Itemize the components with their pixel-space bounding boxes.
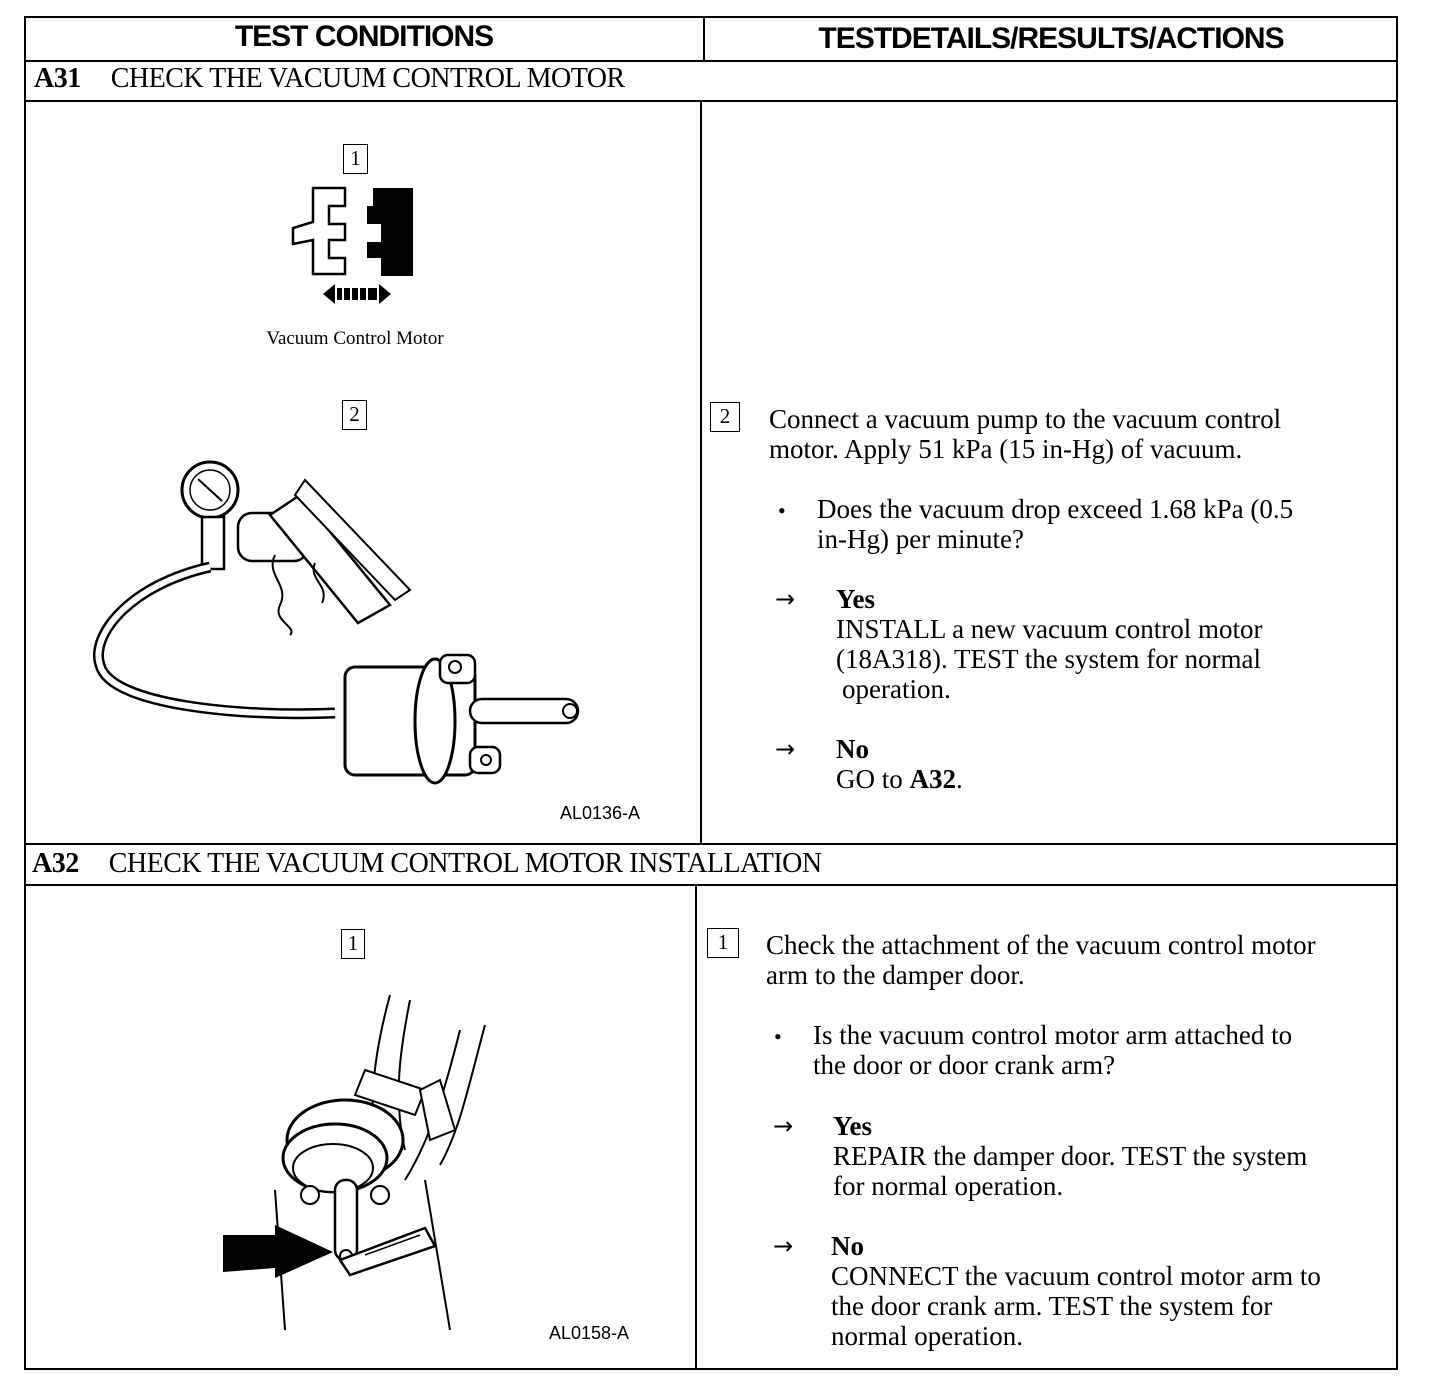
header-test-conditions: TEST CONDITIONS (234, 20, 494, 53)
a31-no-result: No GO to A32. (836, 734, 963, 794)
a31-no-label: No (836, 734, 869, 764)
a32-title: CHECK THE VACUUM CONTROL MOTOR INSTALLAT… (108, 848, 822, 879)
a32-yes-line1: REPAIR the damper door. TEST the system (833, 1141, 1308, 1171)
a31-question-bullet: • (778, 498, 786, 523)
a32-figure-code: AL0158-A (549, 1323, 630, 1343)
a32-no-label: No (831, 1231, 864, 1261)
a31-yes-arrow-icon: → (775, 585, 796, 613)
a32-code: A32 (32, 848, 79, 879)
motor-arm-installation-illustration (223, 994, 486, 1331)
a31-title: CHECK THE VACUUM CONTROL MOTOR (110, 63, 625, 94)
a31-yes-line2: (18A318). TEST the system for normal (836, 644, 1261, 674)
a31-figure-code: AL0136-A (560, 803, 641, 823)
a31-detail-step-box: 2 (710, 402, 740, 432)
vacuum-pump-and-motor-illustration (93, 460, 580, 785)
a31-question-line2: in-Hg) per minute? (817, 524, 1024, 554)
a31-title-divider (24, 100, 1398, 102)
a32-detail-step-box: 1 (707, 928, 739, 958)
a32-no-arrow-icon: → (773, 1232, 794, 1260)
procedure-table (24, 16, 1398, 1370)
a32-question: Is the vacuum control motor arm attached… (813, 1020, 1292, 1080)
a31-question-line1: Does the vacuum drop exceed 1.68 kPa (0.… (817, 494, 1294, 524)
a32-question-bullet: • (774, 1024, 782, 1049)
a32-instruction-line1: Check the attachment of the vacuum contr… (766, 930, 1316, 960)
a31-yes-label: Yes (836, 584, 875, 614)
a31-step2-box: 2 (342, 400, 367, 430)
a31-no-ref: A32 (909, 764, 957, 794)
a31-instruction-line1: Connect a vacuum pump to the vacuum cont… (769, 404, 1282, 434)
vacuum-control-motor-icon (291, 186, 413, 304)
a31-no-text: GO to (836, 764, 910, 794)
a31-end-divider (24, 843, 1398, 845)
a32-column-divider (695, 884, 697, 1370)
a31-instruction-line2: motor. Apply 51 kPa (15 in-Hg) of vacuum… (769, 434, 1243, 464)
a31-yes-line1: INSTALL a new vacuum control motor (836, 614, 1263, 644)
a32-instruction-line2: arm to the damper door. (766, 960, 1025, 990)
a31-yes-result: Yes INSTALL a new vacuum control motor (… (836, 584, 1262, 704)
a31-step1-box: 1 (343, 144, 368, 174)
a31-instruction: Connect a vacuum pump to the vacuum cont… (769, 404, 1281, 464)
a32-step1-box: 1 (341, 929, 365, 959)
a31-yes-line3: operation. (842, 674, 951, 704)
a31-code: A31 (34, 63, 81, 94)
a31-question: Does the vacuum drop exceed 1.68 kPa (0.… (817, 494, 1293, 554)
a32-yes-result: Yes REPAIR the damper door. TEST the sys… (833, 1111, 1307, 1201)
header-test-details: TESTDETAILS/RESULTS/ACTIONS (818, 22, 1284, 55)
a32-no-result: No CONNECT the vacuum control motor arm … (831, 1231, 1321, 1351)
vacuum-control-motor-caption: Vacuum Control Motor (266, 328, 444, 349)
a31-section-title: A31 CHECK THE VACUUM CONTROL MOTOR (34, 63, 625, 95)
a32-title-divider (24, 884, 1398, 886)
a32-no-line2: the door crank arm. TEST the system for (831, 1291, 1273, 1321)
a31-no-end: . (956, 764, 963, 794)
a31-no-action: GO to A32. (836, 764, 963, 794)
a32-no-line3: normal operation. (831, 1321, 1023, 1351)
a31-column-divider (700, 100, 702, 845)
header-column-divider (703, 16, 705, 62)
a32-question-line1: Is the vacuum control motor arm attached… (813, 1020, 1293, 1050)
a32-yes-label: Yes (833, 1111, 872, 1141)
header-divider (24, 60, 1398, 62)
a32-no-line1: CONNECT the vacuum control motor arm to (831, 1261, 1321, 1291)
a31-no-arrow-icon: → (775, 735, 796, 763)
a32-yes-arrow-icon: → (773, 1112, 794, 1140)
a32-instruction: Check the attachment of the vacuum contr… (766, 930, 1316, 990)
a32-question-line2: the door or door crank arm? (813, 1050, 1116, 1080)
a32-section-title: A32 CHECK THE VACUUM CONTROL MOTOR INSTAL… (32, 848, 822, 880)
a32-yes-line2: for normal operation. (833, 1171, 1064, 1201)
